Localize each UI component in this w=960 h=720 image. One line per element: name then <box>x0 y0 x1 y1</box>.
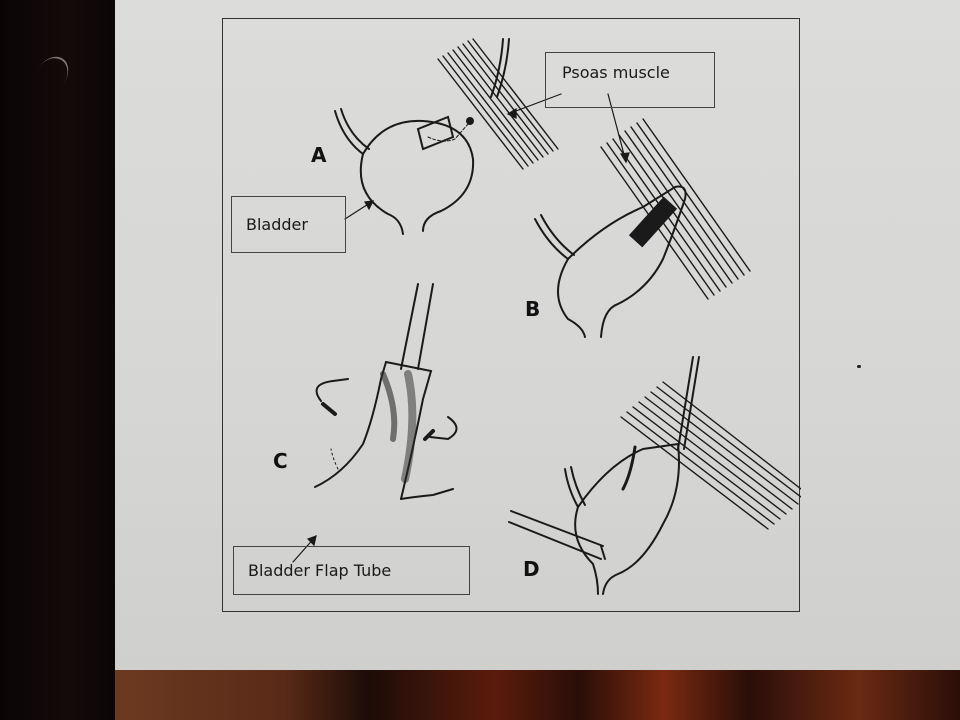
label-psoas-muscle: Psoas muscle <box>545 52 715 108</box>
psoas-muscle-top <box>437 38 559 170</box>
panel-letter-c: C <box>273 449 288 473</box>
panel-a-bladder-drawing <box>334 108 475 235</box>
screen-speck <box>857 365 861 368</box>
bottom-glow-surround <box>115 670 960 720</box>
figure-frame: A B C D Psoas muscle Bladder Bladder Fla… <box>222 18 801 612</box>
panel-letter-d: D <box>523 557 540 581</box>
light-reflection <box>26 50 76 102</box>
panel-d-drawing <box>508 356 801 595</box>
label-bladder-flap-tube: Bladder Flap Tube <box>233 546 470 595</box>
surgical-diagram <box>292 38 801 595</box>
dark-surround-left <box>0 0 115 720</box>
pointer-arrows <box>292 93 630 563</box>
label-flap-tube-text: Bladder Flap Tube <box>248 561 392 580</box>
panel-letter-a: A <box>311 143 327 167</box>
label-psoas-text: Psoas muscle <box>562 63 670 82</box>
label-bladder: Bladder <box>231 196 346 253</box>
panel-b-drawing <box>534 118 751 338</box>
panel-c-drawing <box>314 283 458 500</box>
projected-slide: A B C D Psoas muscle Bladder Bladder Fla… <box>115 0 960 670</box>
panel-letter-b: B <box>525 297 541 321</box>
label-bladder-text: Bladder <box>246 215 308 234</box>
